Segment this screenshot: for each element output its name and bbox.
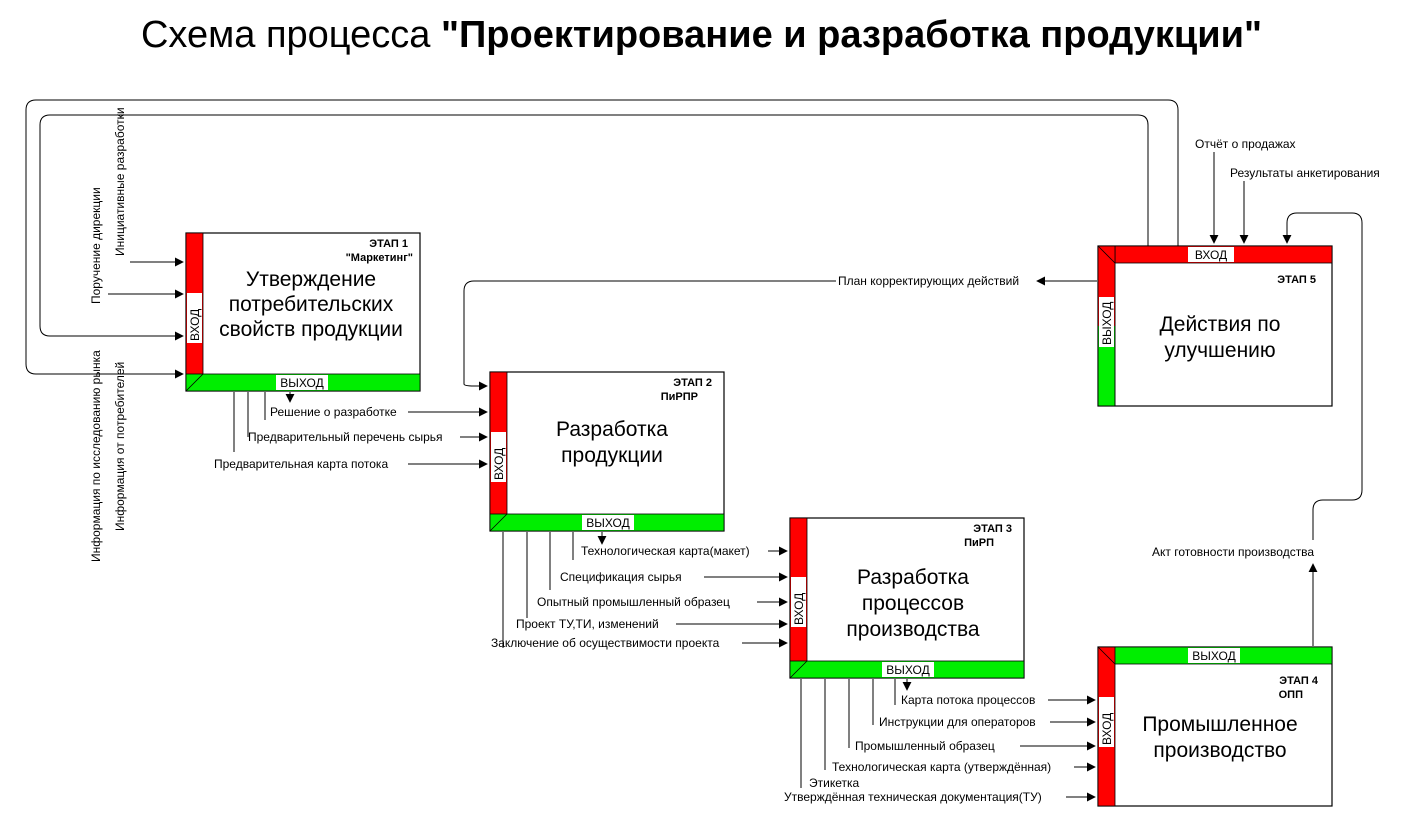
flow-label-decision: Решение о разработке [270, 405, 397, 419]
stage-5-input-label: ВХОД [1195, 248, 1227, 262]
stage-1-box: ВХОД ВЫХОД ЭТАП 1 "Маркетинг" Утверждени… [185, 232, 421, 392]
page-title: Схема процесса "Проектирование и разрабо… [0, 14, 1403, 57]
stage-5-name-line1: Действия по [1160, 313, 1281, 336]
stage-2-code: ПиРПР [661, 391, 698, 403]
arrow-readiness-loop [1282, 212, 1363, 540]
input-label-directive: Поручение дирекции [89, 187, 103, 304]
stage-3-output-label: ВЫХОД [886, 663, 929, 677]
arrow-loop-inner [39, 114, 1149, 341]
flow-label-approved-docs: Утверждённая техническая документация(ТУ… [784, 790, 1042, 804]
stage-3-name-line1: Разработка [857, 566, 969, 589]
stage-4-box: ВХОД ВЫХОД ЭТАП 4 ОПП Промышленное произ… [1097, 646, 1333, 807]
flow-label-project-docs: Проект ТУ,ТИ, изменений [516, 617, 659, 631]
arrow-loop-outer [25, 99, 1179, 379]
input-label-survey-results: Результаты анкетирования [1230, 166, 1380, 180]
stage-4-input-label: ВХОД [1100, 713, 1114, 745]
flow-label-operator-instructions: Инструкции для операторов [879, 715, 1036, 729]
input-label-sales-report: Отчёт о продажах [1195, 137, 1296, 151]
stage-3-name-line2: процессов [862, 592, 964, 615]
flow-label-industrial-sample: Промышленный образец [855, 739, 995, 753]
flow-label-corrective-plan: План корректирующих действий [838, 274, 1019, 288]
stage-4-output-label: ВЫХОД [1192, 649, 1235, 663]
flow-label-tech-card-approved: Технологическая карта (утверждённая) [832, 760, 1051, 774]
flow-label-process-map: Карта потока процессов [901, 693, 1035, 707]
stage-1-input-label: ВХОД [188, 309, 202, 341]
stage-5-side-label: ВЫХОД [1100, 302, 1114, 345]
stage-5-number: ЭТАП 5 [1277, 274, 1316, 286]
flow-label-readiness-act: Акт готовности производства [1152, 545, 1314, 559]
stage-4-name-line1: Промышленное [1142, 713, 1297, 736]
flow-label-prelim-list: Предварительный перечень сырья [248, 430, 443, 444]
title-prefix: Схема процесса [140, 14, 441, 56]
input-label-market-research: Информация по исследованию рынка [89, 350, 103, 562]
stage-5-name-line2: улучшению [1164, 339, 1275, 362]
stage-2-box: ВХОД ВЫХОД ЭТАП 2 ПиРПР Разработка проду… [489, 371, 725, 532]
flow-label-pilot-sample: Опытный промышленный образец [537, 595, 730, 609]
stage-5-box: ВЫХОД ВХОД ЭТАП 5 Действия по улучшению [1097, 245, 1333, 407]
stage-2-name-line2: продукции [561, 444, 663, 467]
stage-4-number: ЭТАП 4 [1279, 675, 1319, 687]
stage-2-output-label: ВЫХОД [586, 516, 629, 530]
stage-3-number: ЭТАП 3 [973, 523, 1012, 535]
stage-3-box: ВХОД ВЫХОД ЭТАП 3 ПиРП Разработка процес… [789, 517, 1025, 679]
stage-1-name-line2: потребительских [229, 293, 394, 316]
arrow-corrective-plan-feed [463, 280, 836, 391]
flow-label-tech-card-draft: Технологическая карта(макет) [581, 544, 750, 558]
stage-1-code: "Маркетинг" [346, 252, 413, 264]
stage-3-name-line3: производства [846, 618, 980, 641]
title-process-name: "Проектирование и разработка продукции" [440, 14, 1262, 56]
flow-label-material-spec: Спецификация сырья [560, 570, 682, 584]
input-label-initiative: Инициативные разработки [113, 107, 127, 256]
stage-2-input-label: ВХОД [492, 448, 506, 480]
stage-1-name-line3: свойств продукции [219, 318, 403, 341]
stage-4-name-line2: производство [1153, 739, 1286, 762]
stage-3-code: ПиРП [964, 537, 994, 549]
flow-label-label: Этикетка [809, 776, 859, 790]
stage-4-code: ОПП [1279, 689, 1303, 701]
stage-1-number: ЭТАП 1 [369, 238, 408, 250]
stage-3-input-label: ВХОД [792, 593, 806, 625]
stage-1-name-line1: Утверждение [246, 268, 376, 291]
stage-2-number: ЭТАП 2 [673, 377, 712, 389]
flow-label-prelim-map: Предварительная карта потока [214, 457, 388, 471]
stage-2-name-line1: Разработка [556, 418, 668, 441]
input-label-customer-info: Информация от потребителей [113, 362, 127, 531]
stage-1-output-label: ВЫХОД [280, 376, 323, 390]
flow-label-feasibility: Заключение об осуществимости проекта [491, 636, 720, 650]
